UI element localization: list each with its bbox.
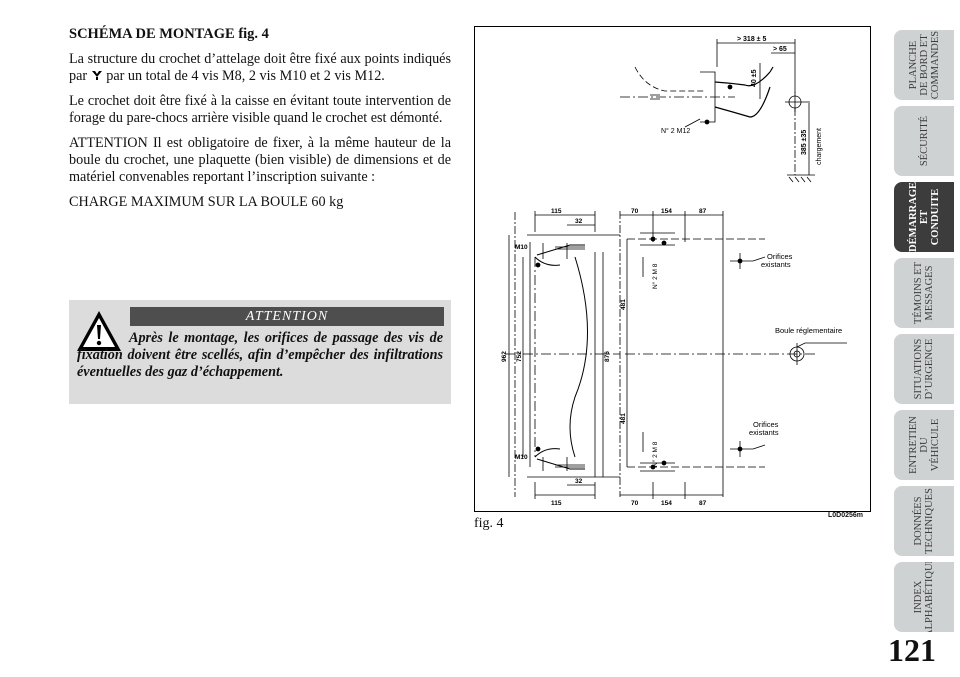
paragraph-mounting: La structure du crochet d’attelage doit … — [69, 51, 451, 85]
label-m10-bottom: M10 — [515, 454, 528, 461]
tab-label: TÉMOINS ET — [913, 261, 924, 325]
tab-label: ET CONDUITE — [918, 188, 941, 246]
dim-962: 962 — [501, 351, 508, 362]
tab-label: ALPHABÉTIQUE — [924, 562, 935, 632]
text-column: SCHÉMA DE MONTAGE fig. 4 La structure du… — [69, 26, 451, 219]
dim-385: 385 ±35 — [801, 130, 808, 155]
warning-box: ATTENTION Après le montage, les orifices… — [69, 300, 451, 404]
tab-label: SÉCURITÉ — [918, 115, 930, 167]
tab-label: INDEX — [913, 580, 924, 614]
dim-40: 40 ±5 — [751, 69, 758, 87]
paragraph-max-load: CHARGE MAXIMUM SUR LA BOULE 60 kg — [69, 194, 344, 210]
paragraph-bumper: Le crochet doit être fixé à la caisse en… — [69, 93, 451, 126]
tab-label: DU VÉHICULE — [918, 418, 941, 472]
fixing-point-icon — [91, 71, 102, 80]
dim-87-bottom: 87 — [699, 500, 707, 507]
dim-318: > 318 ± 5 — [737, 36, 766, 43]
tab-securite[interactable]: SÉCURITÉ — [894, 106, 954, 176]
warning-text-body: Après le montage, les orifices de passag… — [77, 330, 443, 380]
mounting-diagram: > 318 ± 5 > 65 40 ±5 385 ±35 chargement … — [501, 36, 847, 507]
tab-label: DÉMARRAGE — [907, 182, 919, 252]
figure-frame: > 318 ± 5 > 65 40 ±5 385 ±35 chargement … — [474, 26, 871, 512]
section-heading: SCHÉMA DE MONTAGE fig. 4 — [69, 26, 269, 42]
tab-label: COMMANDES — [929, 30, 941, 100]
label-orifices-top-a: Orifices — [767, 252, 793, 261]
tab-label: TECHNIQUES — [924, 488, 935, 554]
warning-title: ATTENTION — [130, 307, 444, 326]
dim-154-bottom: 154 — [661, 500, 672, 507]
dim-65: > 65 — [773, 46, 787, 53]
dim-876: 876 — [604, 351, 611, 362]
tab-label: D’URGENCE — [924, 338, 935, 400]
tab-label: ENTRETIEN — [907, 416, 919, 474]
warning-text: Après le montage, les orifices de passag… — [77, 330, 443, 381]
dim-87-top: 87 — [699, 208, 707, 215]
dim-70-bottom: 70 — [631, 500, 639, 507]
tab-label: MESSAGES — [924, 265, 935, 321]
warning-triangle-icon — [77, 311, 121, 351]
dim-752: 752 — [516, 351, 523, 362]
figure-caption: fig. 4 — [474, 516, 504, 531]
paragraph-mounting-a: La structure du crochet d’attelage doit … — [69, 51, 451, 84]
label-n2m8-bottom: N° 2 M 8 — [651, 441, 659, 467]
paragraph-mounting-b: par un total de 4 vis M8, 2 vis M10 et 2… — [106, 68, 385, 84]
tab-label: DONNÉES — [913, 496, 924, 546]
label-n2m12: N° 2 M12 — [661, 127, 690, 135]
label-boule: Boule réglementaire — [775, 326, 842, 335]
label-n2m8-top: N° 2 M 8 — [651, 263, 659, 289]
dim-115-top: 115 — [551, 208, 562, 215]
tab-label: DE BORD ET — [918, 34, 930, 96]
label-orifices-bottom-a: Orifices — [753, 420, 779, 429]
dim-115-bottom: 115 — [551, 500, 562, 507]
dim-481-bottom: 481 — [620, 413, 627, 424]
tab-label: PLANCHE — [907, 40, 919, 90]
label-orifices-top-b: existants — [761, 260, 791, 269]
paragraph-attention: ATTENTION Il est obligatoire de fixer, à… — [69, 135, 451, 185]
tab-label: SITUATIONS — [913, 338, 924, 400]
dim-154-top: 154 — [661, 208, 672, 215]
figure-code: L0D0256m — [828, 512, 864, 519]
dim-32-top: 32 — [575, 218, 583, 225]
label-orifices-bottom-b: existants — [749, 428, 779, 437]
page-number: 121 — [888, 632, 936, 668]
dim-481-top: 481 — [620, 299, 627, 310]
dim-32-bottom: 32 — [575, 478, 583, 485]
label-m10-top: M10 — [515, 244, 528, 251]
label-chargement: chargement — [816, 128, 823, 165]
dim-70-top: 70 — [631, 208, 639, 215]
